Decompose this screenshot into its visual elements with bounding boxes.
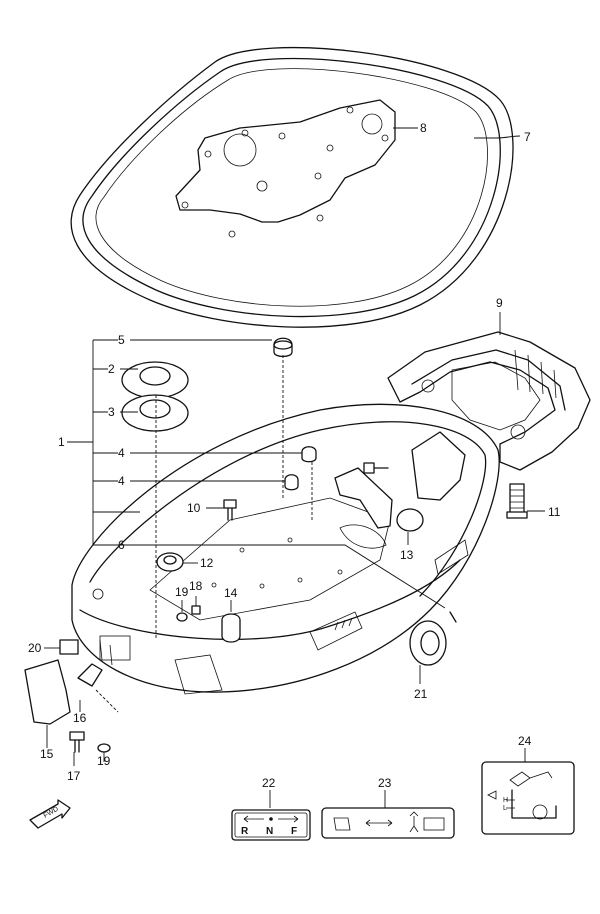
washer-part-19-lower [97,743,111,753]
callout-4a: 4 [118,446,125,460]
nut-part-18 [191,605,201,615]
leader-lines [44,127,545,808]
washer-part-19-upper [176,612,188,622]
seal-ring-part-7 [70,46,514,328]
decal-part-22: R N F [231,809,311,841]
callout-22: 22 [262,776,276,790]
grommet-part-3 [121,394,189,432]
callout-19a: 19 [175,585,189,599]
callout-10: 10 [187,501,201,515]
decal-r: R [241,826,249,837]
decal-h: H [503,797,508,804]
callout-7: 7 [524,130,531,144]
cap-part-14 [221,613,241,643]
fwd-arrow-icon: FWD [29,799,71,829]
callout-5: 5 [118,333,125,347]
gasket-plate-part-8 [175,99,396,238]
grommet-part-12 [156,552,184,572]
callout-4b: 4 [118,474,125,488]
decal-n: N [266,826,273,837]
callout-15: 15 [40,747,54,761]
plug-part-13 [396,508,424,532]
decal-l: L [503,805,507,812]
bolt-part-17 [69,731,85,753]
decal-f: F [291,826,297,837]
callout-16: 16 [73,711,87,725]
callout-24: 24 [518,734,532,748]
grommet-part-2 [121,361,189,399]
callout-17: 17 [67,769,81,783]
callout-19b: 19 [97,754,111,768]
screw-small-right [449,611,457,623]
callout-18: 18 [189,579,203,593]
callout-3: 3 [108,405,115,419]
cover-part-15 [24,659,71,725]
bolt-small-bracket [363,462,389,474]
bolt-part-11 [506,483,528,519]
bracket-inner [334,431,466,549]
grommet-part-20 [59,639,79,655]
grommet-part-21 [409,620,447,666]
callout-8: 8 [420,121,427,135]
callout-23: 23 [378,776,392,790]
callout-labels: 1 2 3 4 4 5 6 7 8 9 10 11 12 13 14 15 16… [28,121,561,790]
callout-12: 12 [200,556,214,570]
plug-part-4-upper [301,446,317,463]
callout-1: 1 [58,435,65,449]
plug-part-5 [273,337,293,358]
callout-13: 13 [400,548,414,562]
shift-arrows-icon [243,815,299,823]
callout-14: 14 [224,586,238,600]
decal-part-24: H L [481,761,575,835]
bolt-part-10 [223,499,237,521]
callout-21: 21 [414,687,428,701]
callout-9: 9 [496,296,503,310]
bracket-part-16 [77,663,103,687]
callout-11: 11 [548,505,561,519]
plug-part-4-lower [284,474,299,491]
decal-part-23 [321,807,455,839]
callout-6: 6 [118,538,125,552]
callout-20: 20 [28,641,42,655]
callout-2: 2 [108,362,115,376]
oil-can-icon [509,771,553,787]
handle-part-9 [387,331,591,471]
